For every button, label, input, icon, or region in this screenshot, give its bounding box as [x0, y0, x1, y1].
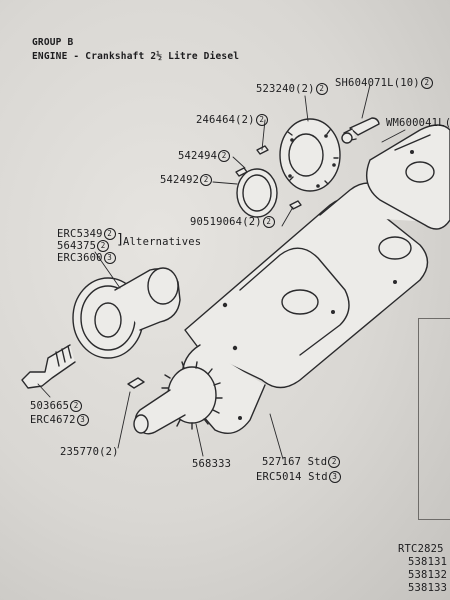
flywheel-bolt — [341, 117, 380, 144]
group-label: GROUP B — [32, 37, 74, 48]
timing-gear — [133, 361, 223, 435]
callout-246464: 246464(2)2 — [196, 114, 268, 126]
side-ref-538131: 538131 — [408, 556, 448, 568]
page-title: ENGINE - Crankshaft 2½ Litre Diesel — [32, 51, 240, 62]
oil-seal-housing — [279, 118, 341, 192]
starter-dog — [21, 344, 76, 389]
crankshaft-pulley — [72, 267, 181, 359]
callout-523240: 523240(2)2 — [256, 83, 328, 95]
callout-90519064: 90519064(2)2 — [190, 216, 275, 228]
woodruff-key — [127, 377, 145, 389]
side-ref-538132: 538132 — [408, 569, 448, 581]
callout-SH604071L: SH604071L(10)2 — [335, 77, 433, 89]
side-ref-RTC2825: RTC2825 — [398, 543, 444, 555]
callout-235770: 235770(2) — [60, 446, 119, 458]
rear-oil-seal — [236, 168, 278, 218]
alternatives-bracket: ] — [116, 232, 125, 248]
side-ref-538133: 538133 — [408, 582, 448, 594]
callout-WM600041L: WM600041L( — [386, 117, 450, 129]
alternatives-label: Alternatives — [123, 236, 202, 248]
callout-568333: 568333 — [192, 458, 232, 470]
adjacent-panel-frame — [418, 318, 450, 520]
crankshaft-body — [181, 124, 450, 434]
